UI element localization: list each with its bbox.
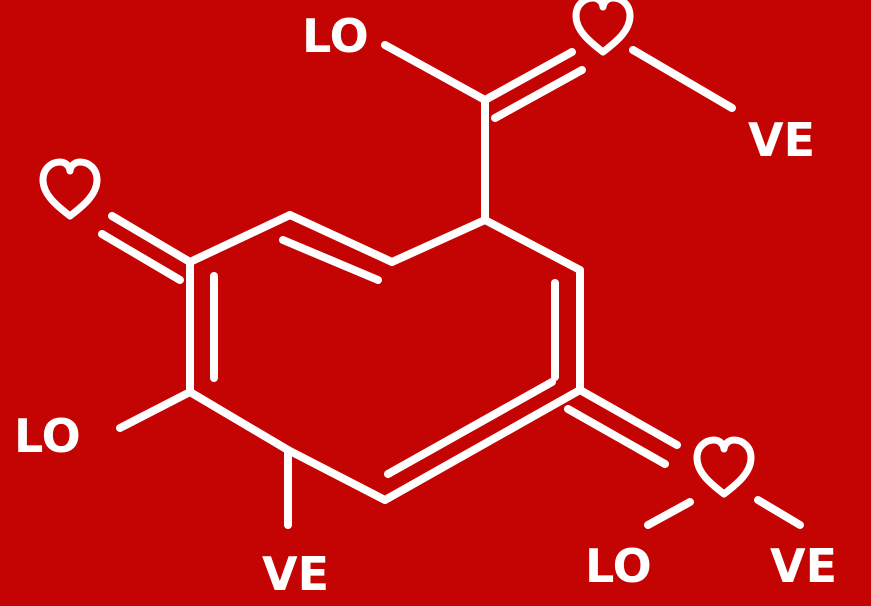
bond-top-left-lo <box>381 41 489 104</box>
heart-icon <box>693 436 755 498</box>
substituent-bonds <box>98 41 804 529</box>
bond-carbonyl-bottom-b <box>564 405 669 468</box>
heart-icon <box>39 158 101 220</box>
ring-bonds <box>186 211 584 504</box>
bond-ring-bottom-left <box>284 446 389 504</box>
bond-ring-top-inner <box>279 236 382 284</box>
bond-top-right-ve <box>629 46 736 112</box>
bond-ring-right-top <box>481 216 584 274</box>
bond-bottom-right-ve <box>754 496 804 529</box>
bond-carbonyl-top-b <box>491 66 586 122</box>
bond-ring-upper <box>286 211 396 266</box>
label-bottom-right: VE <box>770 539 837 593</box>
label-top-left: LO <box>302 9 369 63</box>
bond-ring-lower-left <box>186 388 292 454</box>
atom-labels: LO VE LO VE LO VE <box>14 9 837 601</box>
label-left: LO <box>14 409 81 463</box>
bond-ring-bottom-right <box>381 386 584 504</box>
bond-ketone-left-a <box>108 212 194 266</box>
bond-ring-bottom-right-inner <box>384 378 556 478</box>
bond-ring-top <box>186 211 294 266</box>
bond-bottom-left-lo <box>644 498 694 529</box>
label-bottom: VE <box>262 547 329 601</box>
label-top-right: VE <box>748 113 815 167</box>
bond-carbonyl-top-a <box>481 48 576 104</box>
heart-icon <box>572 0 634 56</box>
bond-left-lo <box>116 388 194 432</box>
label-bottom-left: LO <box>585 539 652 593</box>
oxygen-hearts <box>39 0 755 498</box>
bond-ring-upper-right <box>388 216 489 266</box>
bond-carbonyl-bottom-a <box>576 386 681 449</box>
bond-ketone-left-b <box>98 230 184 284</box>
